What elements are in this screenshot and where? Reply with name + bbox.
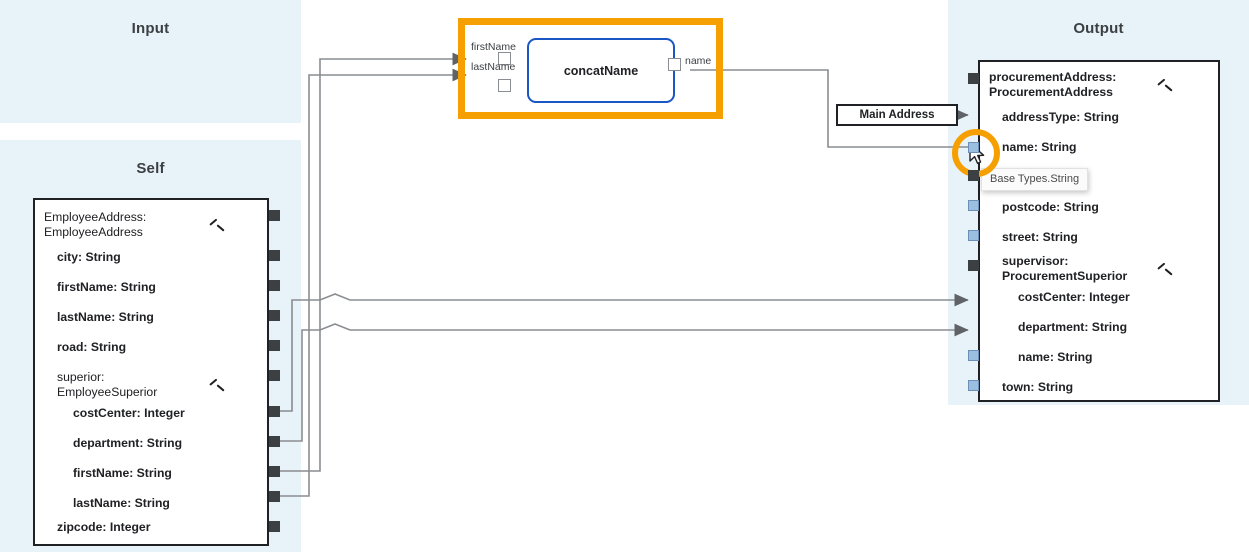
function-node-selection-highlight xyxy=(458,18,723,119)
function-input-label-lastname: lastName xyxy=(471,61,516,73)
self-panel-title: Self xyxy=(136,160,165,177)
self-port-4[interactable] xyxy=(269,340,280,351)
structure-row-label: addressType: String xyxy=(1002,110,1119,124)
structure-row-label: costCenter: Integer xyxy=(73,406,185,420)
wire-superior-department xyxy=(280,323,969,442)
self-port-6[interactable] xyxy=(269,406,280,417)
wire-superior-firstname xyxy=(280,52,467,472)
self-port-1[interactable] xyxy=(269,250,280,261)
structure-row-label: supervisor: ProcurementSuperior xyxy=(1002,254,1128,283)
input-panel: Input xyxy=(0,0,301,123)
output-port-3[interactable] xyxy=(968,170,979,181)
output-port-9[interactable] xyxy=(968,350,979,361)
structure-row-label: costCenter: Integer xyxy=(1018,290,1130,304)
wire-superior-lastname xyxy=(280,68,467,497)
self-port-0[interactable] xyxy=(269,210,280,221)
structure-row-label: street: String xyxy=(1002,230,1078,244)
self-port-3[interactable] xyxy=(269,310,280,321)
structure-row-label: town: String xyxy=(1002,380,1074,394)
structure-row-label: procurementAddress: ProcurementAddress xyxy=(989,70,1117,99)
structure-row-label: name: String xyxy=(1018,350,1093,364)
output-port-4[interactable] xyxy=(968,200,979,211)
constant-node-main-address[interactable]: Main Address xyxy=(836,104,958,126)
output-port-0[interactable] xyxy=(968,73,979,84)
output-structure-box[interactable]: procurementAddress: ProcurementAddress ad… xyxy=(978,60,1220,402)
structure-row-label: road: String xyxy=(57,340,127,354)
self-port-10[interactable] xyxy=(269,521,280,532)
output-port-2[interactable] xyxy=(968,142,979,153)
output-panel-title: Output xyxy=(1073,20,1124,37)
self-port-8[interactable] xyxy=(269,466,280,477)
chevron-up-icon[interactable] xyxy=(1158,77,1172,91)
function-input-port-lastname[interactable] xyxy=(498,79,511,92)
self-structure-box[interactable]: EmployeeAddress: EmployeeAddress city: St… xyxy=(33,198,269,546)
structure-row-label: firstName: String xyxy=(73,466,172,480)
structure-row-label: name: String xyxy=(1002,140,1077,154)
function-output-port-name[interactable] xyxy=(668,58,681,71)
self-port-9[interactable] xyxy=(269,491,280,502)
structure-row-label: EmployeeAddress: EmployeeAddress xyxy=(44,210,147,239)
function-node-label: concatName xyxy=(563,63,639,78)
self-port-2[interactable] xyxy=(269,280,280,291)
input-panel-title: Input xyxy=(131,20,170,37)
type-tooltip: Base Types.String xyxy=(981,168,1089,191)
self-port-7[interactable] xyxy=(269,436,280,447)
chevron-up-icon[interactable] xyxy=(1158,261,1172,275)
structure-row-label: department: String xyxy=(73,436,183,450)
structure-row-label: firstName: String xyxy=(57,280,156,294)
output-port-5[interactable] xyxy=(968,230,979,241)
structure-row-label: lastName: String xyxy=(73,496,170,510)
function-output-label-name: name xyxy=(685,55,712,67)
function-node-concatname[interactable]: concatName xyxy=(527,38,675,103)
structure-row-label: zipcode: Integer xyxy=(57,520,151,534)
structure-row-label: department: String xyxy=(1018,320,1128,334)
function-input-port-firstname[interactable] xyxy=(498,52,511,65)
structure-row-label: superior: EmployeeSuperior xyxy=(57,370,158,399)
structure-row-label: lastName: String xyxy=(57,310,154,324)
function-input-label-firstname: firstName xyxy=(471,41,516,53)
self-port-5[interactable] xyxy=(269,370,280,381)
wire-superior-costcenter xyxy=(280,293,969,412)
structure-row-label: city: String xyxy=(57,250,121,264)
chevron-up-icon[interactable] xyxy=(210,217,224,231)
output-port-6[interactable] xyxy=(968,260,979,271)
structure-row-label: postcode: String xyxy=(1002,200,1099,214)
chevron-up-icon[interactable] xyxy=(210,377,224,391)
output-port-10[interactable] xyxy=(968,380,979,391)
